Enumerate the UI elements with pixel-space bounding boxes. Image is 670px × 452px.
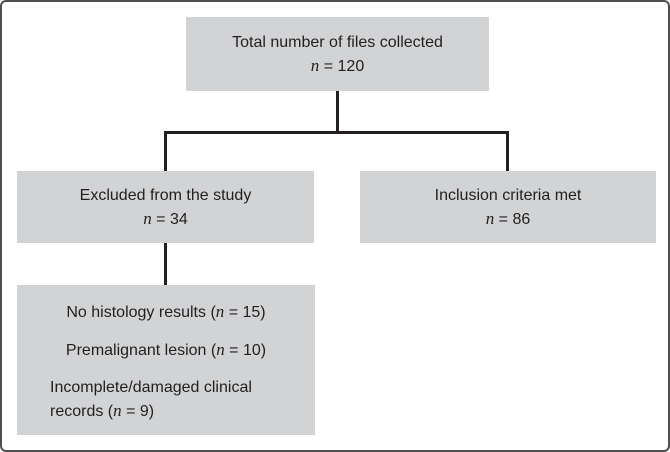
reason-text: No histology results ( [66, 304, 216, 321]
n-symbol: n [113, 401, 122, 420]
n-value: = 86 [494, 210, 531, 228]
excluded-label: Excluded from the study [79, 186, 252, 204]
total-count: n = 120 [311, 54, 364, 78]
included-count: n = 86 [486, 207, 531, 231]
reason-text: Premalignant lesion ( [65, 342, 217, 359]
flow-box-total: Total number of files collected n = 120 [186, 17, 489, 91]
n-symbol: n [215, 302, 225, 321]
n-symbol: n [485, 208, 495, 228]
connector-top-vertical [336, 91, 339, 134]
total-label: Total number of files collected [232, 33, 443, 51]
n-symbol: n [143, 208, 152, 228]
n-value: = 10) [224, 342, 267, 359]
n-value: = 15) [224, 304, 266, 321]
n-value: = 9) [121, 403, 155, 420]
exclusion-reason-item: Incomplete/damaged clinical records (n =… [50, 376, 290, 423]
connector-right-stub [506, 131, 509, 171]
flow-box-excluded: Excluded from the study n = 34 [17, 171, 314, 243]
exclusion-reason-item: Premalignant lesion (n = 10) [17, 338, 315, 362]
n-symbol: n [310, 55, 320, 75]
connector-horizontal [164, 131, 509, 134]
excluded-count: n = 34 [143, 207, 188, 231]
connector-left-stub [164, 131, 167, 171]
connector-excluded-down [164, 243, 167, 285]
n-value: = 120 [319, 57, 365, 75]
included-label: Inclusion criteria met [434, 186, 582, 204]
exclusion-reason-item: No histology results (n = 15) [17, 300, 315, 324]
n-symbol: n [216, 340, 225, 359]
flow-box-included: Inclusion criteria met n = 86 [360, 171, 656, 243]
n-value: = 34 [151, 210, 188, 228]
reason-text: Incomplete/damaged clinical records ( [50, 379, 252, 420]
flow-box-exclusion-reasons: No histology results (n = 15) Premaligna… [17, 285, 315, 435]
